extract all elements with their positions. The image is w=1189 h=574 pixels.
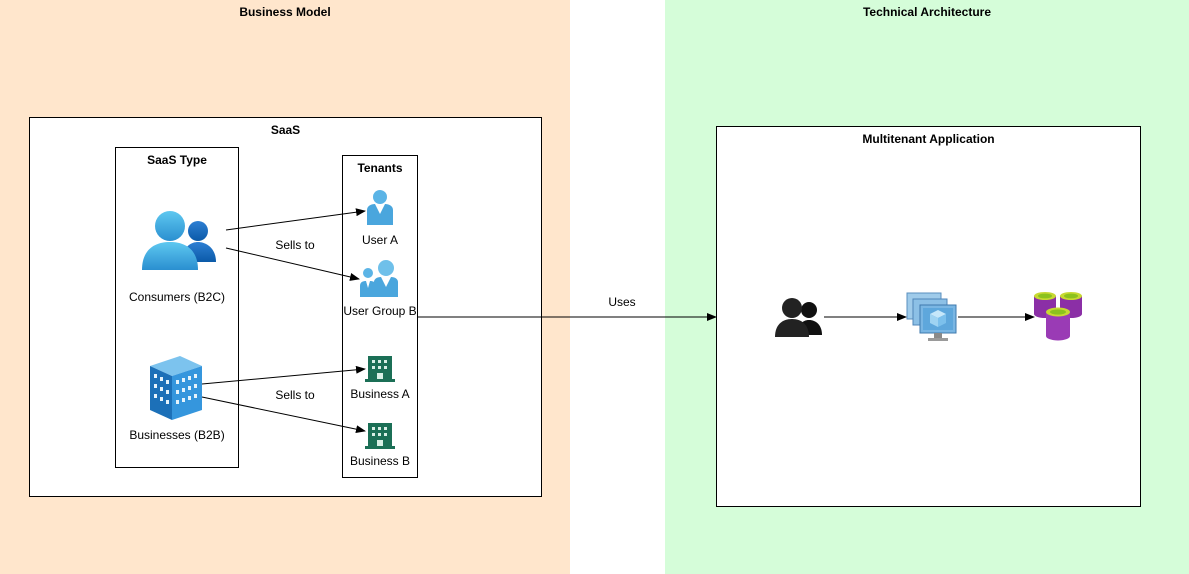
consumers-users-icon xyxy=(142,211,216,270)
saas-container: SaaS xyxy=(29,117,542,497)
multitenant-application-title: Multitenant Application xyxy=(862,132,995,146)
tenant-user-group-b-label: User Group B xyxy=(343,304,417,318)
virtual-machines-icon xyxy=(906,292,957,341)
user-group-b-icon xyxy=(360,260,398,297)
tenant-business-b-label: Business B xyxy=(349,454,411,468)
consumers-b2c-label: Consumers (B2C) xyxy=(128,290,226,304)
users-black-icon xyxy=(775,298,822,337)
business-b-building-icon xyxy=(365,423,395,449)
business-model-title: Business Model xyxy=(239,5,331,19)
tenant-user-a-label: User A xyxy=(361,233,398,247)
sells-to-consumers-label: Sells to xyxy=(275,238,315,252)
businesses-office-building-icon xyxy=(150,356,202,420)
sells-to-businesses-label: Sells to xyxy=(275,388,315,402)
saas-title: SaaS xyxy=(270,123,301,137)
saas-type-title: SaaS Type xyxy=(147,153,207,167)
technical-architecture-title: Technical Architecture xyxy=(862,5,992,19)
arrow-consumers-to-user-a xyxy=(225,208,366,231)
uses-label: Uses xyxy=(608,295,636,309)
user-a-icon xyxy=(367,190,393,225)
tenant-business-a-label: Business A xyxy=(350,387,410,401)
businesses-b2b-label: Businesses (B2B) xyxy=(129,428,225,442)
business-a-building-icon xyxy=(365,356,395,382)
arrow-businesses-to-business-a xyxy=(201,365,366,385)
arrow-consumers-to-user-group-b xyxy=(225,247,360,281)
arrow-businesses-to-business-b xyxy=(201,396,366,434)
databases-icon xyxy=(1034,292,1082,341)
tenants-title: Tenants xyxy=(357,161,403,175)
